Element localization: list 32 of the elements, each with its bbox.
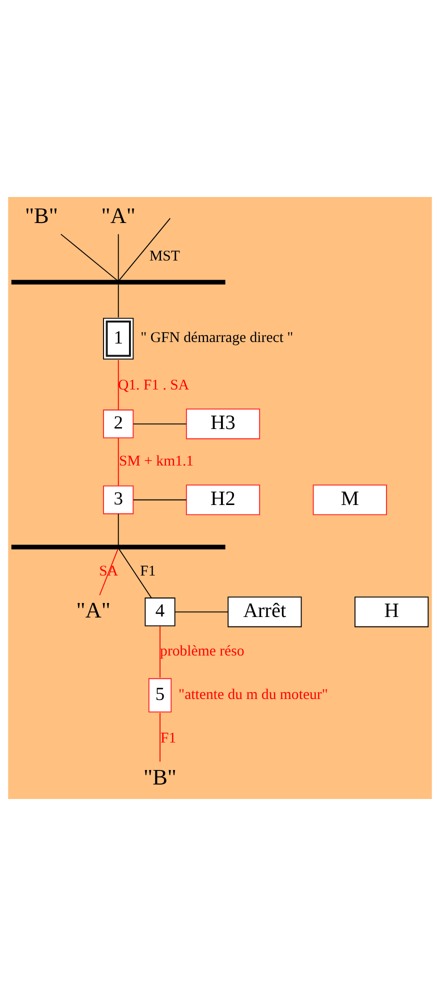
node-text: "B": [144, 764, 177, 789]
connector: [133, 422, 187, 424]
node-label: "attente du m du moteur": [178, 686, 328, 702]
edge-label: F1: [140, 563, 156, 580]
node-text: "A": [76, 597, 110, 622]
node-box: M: [312, 484, 387, 515]
node-box: H3: [186, 408, 260, 439]
connector: [118, 548, 152, 598]
edge-label: problème réso: [160, 642, 244, 659]
node-text: "A": [101, 202, 136, 228]
edge-label: SM + km1.1: [119, 452, 194, 469]
connector: [118, 437, 119, 486]
connector: [118, 512, 119, 546]
node-bar: [11, 279, 226, 284]
node-bar: [11, 544, 226, 549]
connector: [60, 233, 118, 280]
node-box: 2: [103, 409, 134, 438]
connector: [174, 610, 228, 612]
edge-label: MST: [149, 248, 180, 264]
edge-label: F1: [160, 730, 176, 746]
connector: [118, 359, 119, 410]
connector: [118, 284, 119, 318]
node-box: H2: [186, 484, 260, 515]
node-label: " GFN démarrage direct ": [140, 330, 294, 346]
node-box: 3: [103, 485, 134, 514]
connector: [118, 233, 119, 280]
node-box: 4: [144, 597, 176, 626]
connector: [118, 217, 171, 280]
node-text: "B": [25, 202, 58, 228]
node-box: H: [354, 596, 429, 627]
connector: [133, 498, 187, 500]
node-box: Arrêt: [228, 596, 302, 627]
